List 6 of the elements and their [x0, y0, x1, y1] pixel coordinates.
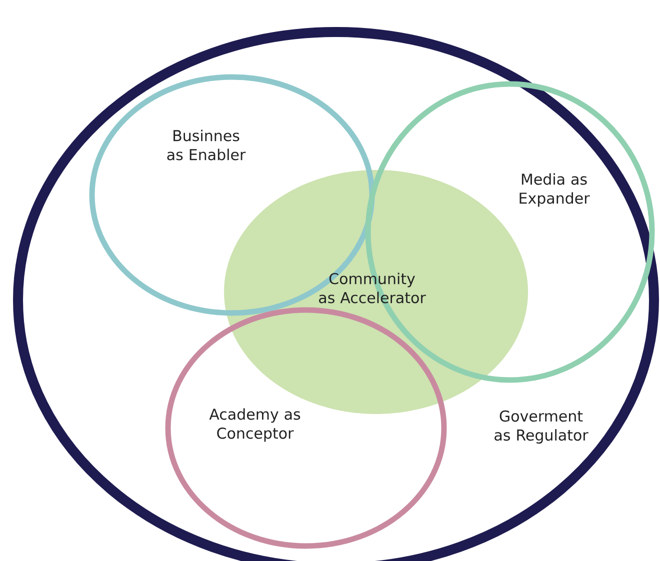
- circle-label: Community as Accelerator: [319, 272, 426, 304]
- circle-label: Academy as Conceptor: [209, 408, 300, 442]
- circle-label: Media as Expander: [520, 173, 590, 207]
- circle-label: Businnes as Enabler: [167, 130, 246, 160]
- ring-circle: [165, 307, 447, 549]
- circle-label: Goverment as Regulator: [494, 410, 588, 444]
